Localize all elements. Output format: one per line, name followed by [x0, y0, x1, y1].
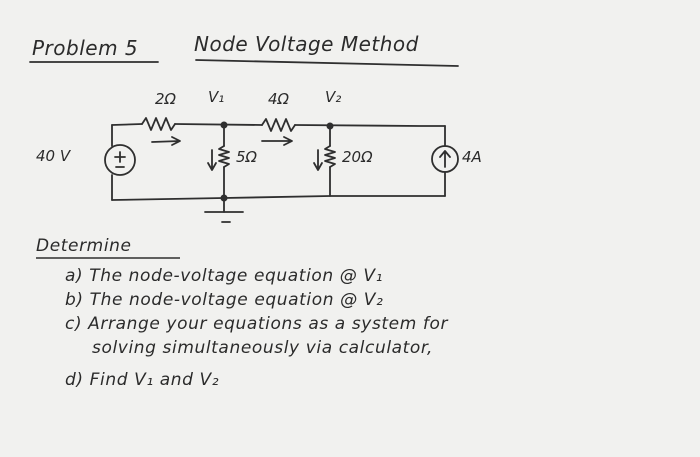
label-v2: V₂	[325, 88, 342, 106]
label-5ohm: 5Ω	[236, 148, 258, 166]
node-v2-dot	[326, 122, 334, 130]
label-40v: 40 V	[36, 147, 71, 165]
problem-label: Problem 5	[32, 36, 139, 60]
node-bottom-dot	[220, 194, 228, 202]
node-v1-dot	[220, 121, 228, 129]
resistor-20ohm	[324, 145, 336, 168]
topic-title: Node Voltage Method	[194, 32, 419, 56]
question-c-line2: solving simultaneously via calculator,	[92, 338, 433, 358]
resistor-4ohm	[261, 118, 296, 132]
topic-underline	[195, 59, 459, 67]
question-a: a) The node-voltage equation @ V₁	[65, 266, 384, 286]
label-2ohm: 2Ω	[155, 90, 177, 108]
current-arrow-2	[261, 136, 293, 146]
determine-heading: Determine	[36, 236, 132, 256]
resistor-5ohm	[218, 145, 230, 168]
question-d: d) Find V₁ and V₂	[65, 370, 220, 390]
current-arrow-3	[207, 149, 217, 171]
label-v1: V₁	[208, 88, 225, 106]
current-arrow-1	[151, 136, 181, 146]
question-c-line1: c) Arrange your equations as a system fo…	[65, 314, 449, 334]
label-20ohm: 20Ω	[342, 148, 373, 166]
voltage-source	[104, 144, 136, 176]
label-4a: 4A	[462, 148, 482, 166]
resistor-2ohm	[141, 117, 176, 131]
current-arrow-4	[313, 149, 323, 171]
question-b: b) The node-voltage equation @ V₂	[65, 290, 384, 310]
label-4ohm: 4Ω	[268, 90, 290, 108]
